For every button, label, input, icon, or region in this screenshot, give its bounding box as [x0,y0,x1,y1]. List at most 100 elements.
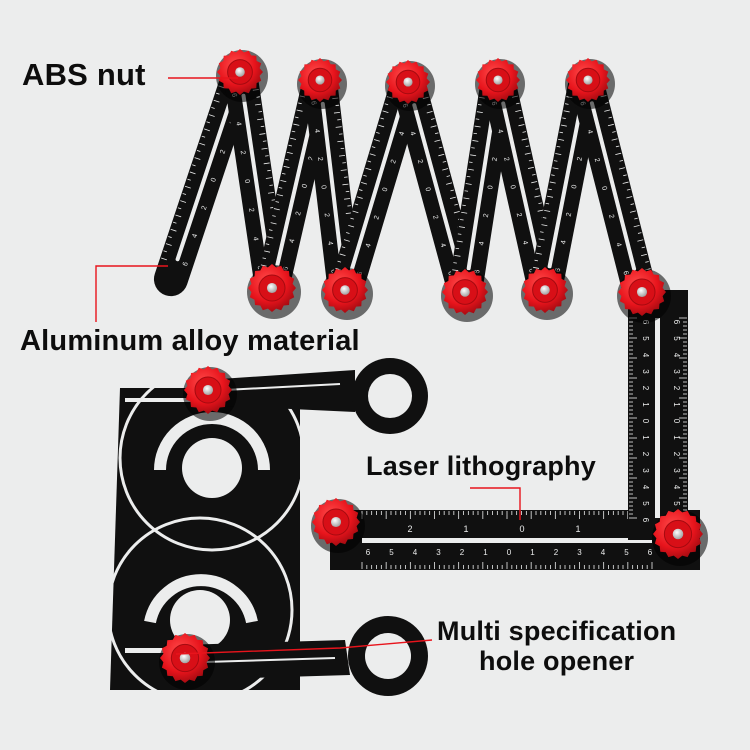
ruler-digit: 5 [641,336,650,341]
ruler-digit: 2 [672,452,681,457]
ruler-digit: 0 [243,179,251,184]
abs-nut[interactable] [311,498,365,553]
ruler-digit: 0 [382,187,390,193]
hole-opener-label-line1: Multi specification [437,616,677,646]
ruler-digit: 1 [672,402,681,407]
ruler-digit: 4 [313,129,320,134]
ruler-digit: 2 [672,386,681,391]
ruler-digit: 0 [641,419,650,424]
ruler-digit: 6 [474,269,482,274]
ruler-digit: 4 [408,131,416,137]
ruler-digit: 4 [521,240,529,245]
ruler-digit: 6 [648,548,653,557]
folding-ruler-arms: 6420246642024664202466420246642024664202… [153,57,657,307]
ruler-digit: 2 [460,548,465,557]
ruler-digit: 3 [672,468,681,473]
ruler-digit: 2 [373,215,381,221]
ruler-digit: 0 [423,187,431,193]
ruler-digit: 2 [641,386,650,391]
ruler-digit: 3 [436,548,441,557]
abs-nut[interactable] [297,58,347,109]
ruler-digit: 6 [527,268,535,273]
abs-nut[interactable] [617,268,671,323]
ruler-digit: 2 [483,213,491,218]
abs-nut[interactable] [385,60,435,111]
ruler-digit: 6 [446,270,454,276]
ruler-digit: 0 [507,548,512,557]
ruler-digit: 5 [641,501,650,506]
ruler-digit: 4 [398,131,406,137]
ruler-digit: 6 [621,270,629,276]
ruler-digit: 1 [463,524,468,534]
abs-nut[interactable] [475,58,525,109]
ruler-digit: 2 [641,452,650,457]
abs-nut-group [159,49,708,690]
ruler-digit: 6 [366,548,371,557]
ruler-digit: 2 [492,157,500,162]
ruler-digit: 5 [672,501,681,506]
ruler-digit: 4 [586,129,594,135]
callout-lines [95,77,521,655]
ruler-digit: 4 [641,485,650,490]
abs-nut[interactable] [159,633,215,690]
abs-nut[interactable] [247,264,301,319]
ruler-digit: 3 [577,548,582,557]
abs-nut[interactable] [441,269,493,322]
ruler-digit: 0 [487,185,495,190]
ruler-digit: 1 [530,548,535,557]
ruler-digit: 0 [319,185,326,190]
ruler-digit: 0 [301,183,309,188]
ruler-digit: 3 [641,369,650,374]
callout-line-opener [175,639,433,655]
aluminum-alloy-label: Aluminum alloy material [20,325,360,357]
ruler-digit: 0 [519,524,524,534]
ruler-digit: 0 [672,419,681,424]
ruler-digit: 6 [329,269,336,274]
ruler-digit: 4 [439,243,447,249]
ruler-digit: 4 [289,238,297,243]
abs-nut[interactable] [565,58,615,109]
ruler-digit: 2 [502,157,510,162]
abs-nut[interactable] [652,509,708,566]
ruler-digit: 6 [555,268,563,273]
ruler-digit: 1 [641,402,650,407]
ruler-digit: 1 [575,524,580,534]
abs-nut[interactable] [216,49,268,102]
abs-nut[interactable] [521,267,573,320]
ruler-digit: 2 [390,159,398,165]
ruler-digit: 4 [641,353,650,358]
ruler-digit: 4 [614,242,622,248]
ruler-digit: 4 [601,548,606,557]
ruler-digit: 5 [672,336,681,341]
abs-nut[interactable] [321,267,373,320]
ruler-digit: 2 [607,214,615,220]
ruler-digit: 4 [560,240,568,245]
ruler-digit: 6 [672,320,681,325]
ruler-digit: 1 [641,435,650,440]
ruler-digit: 0 [571,184,579,189]
ruler-digit: 6 [641,518,650,523]
ruler-digit: 4 [251,236,259,241]
abs-nut[interactable] [183,366,237,421]
ruler-digit: 1 [672,435,681,440]
ruler-digit: 2 [239,150,247,155]
hole-opener-label: Multi specification hole opener [437,616,677,676]
ruler-digit: 2 [515,212,523,217]
ruler-digit: 2 [431,215,439,221]
ruler-digit: 3 [672,369,681,374]
ruler-digit: 2 [308,156,316,161]
ruler-digit: 2 [576,156,584,161]
ruler-digit: 5 [389,548,394,557]
ruler-digit: 2 [407,524,412,534]
ruler-digit: 0 [210,177,218,183]
hole-opener-top-arm [205,358,428,434]
ruler-digit: 0 [508,184,516,189]
ruler-digit: 4 [672,353,681,358]
ruler-digit: 2 [316,157,323,162]
ruler-digit: 0 [600,186,608,192]
ruler-digit: 4 [496,129,504,134]
ruler-digit: 4 [365,243,373,249]
ruler-digit: 4 [234,121,242,126]
